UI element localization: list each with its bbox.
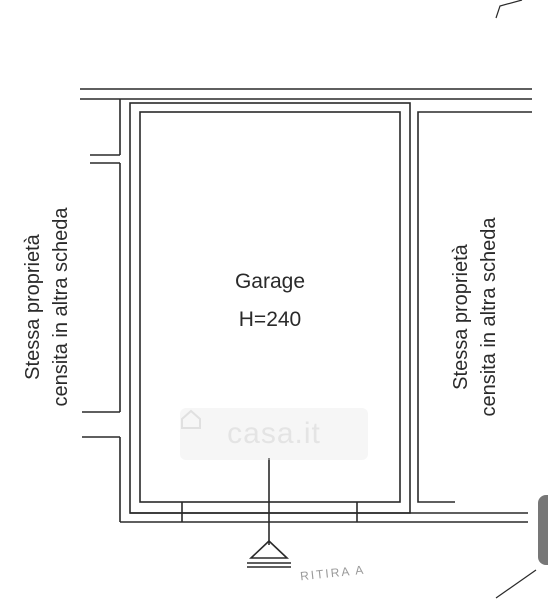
watermark: casa.it [180, 408, 368, 460]
right-note-line1: Stessa proprietà [450, 244, 472, 390]
entrance-arrow-icon [247, 539, 291, 568]
left-neighbor-note: Stessa proprietà censita in altra scheda [19, 187, 77, 427]
right-adjacent-wall [417, 111, 532, 503]
watermark-text: casa.it [227, 417, 321, 450]
side-tab[interactable] [538, 495, 548, 565]
garage-inner-wall [139, 111, 401, 503]
room-height: H=240 [238, 308, 302, 331]
house-icon [181, 409, 201, 429]
left-note-line2: censita in altra scheda [50, 207, 72, 407]
room-name: Garage [234, 270, 306, 293]
right-neighbor-note: Stessa proprietà censita in altra scheda [447, 197, 505, 437]
corner-marks [495, 0, 537, 599]
right-note-line2: censita in altra scheda [478, 217, 500, 417]
left-note-line1: Stessa proprietà [22, 234, 44, 380]
